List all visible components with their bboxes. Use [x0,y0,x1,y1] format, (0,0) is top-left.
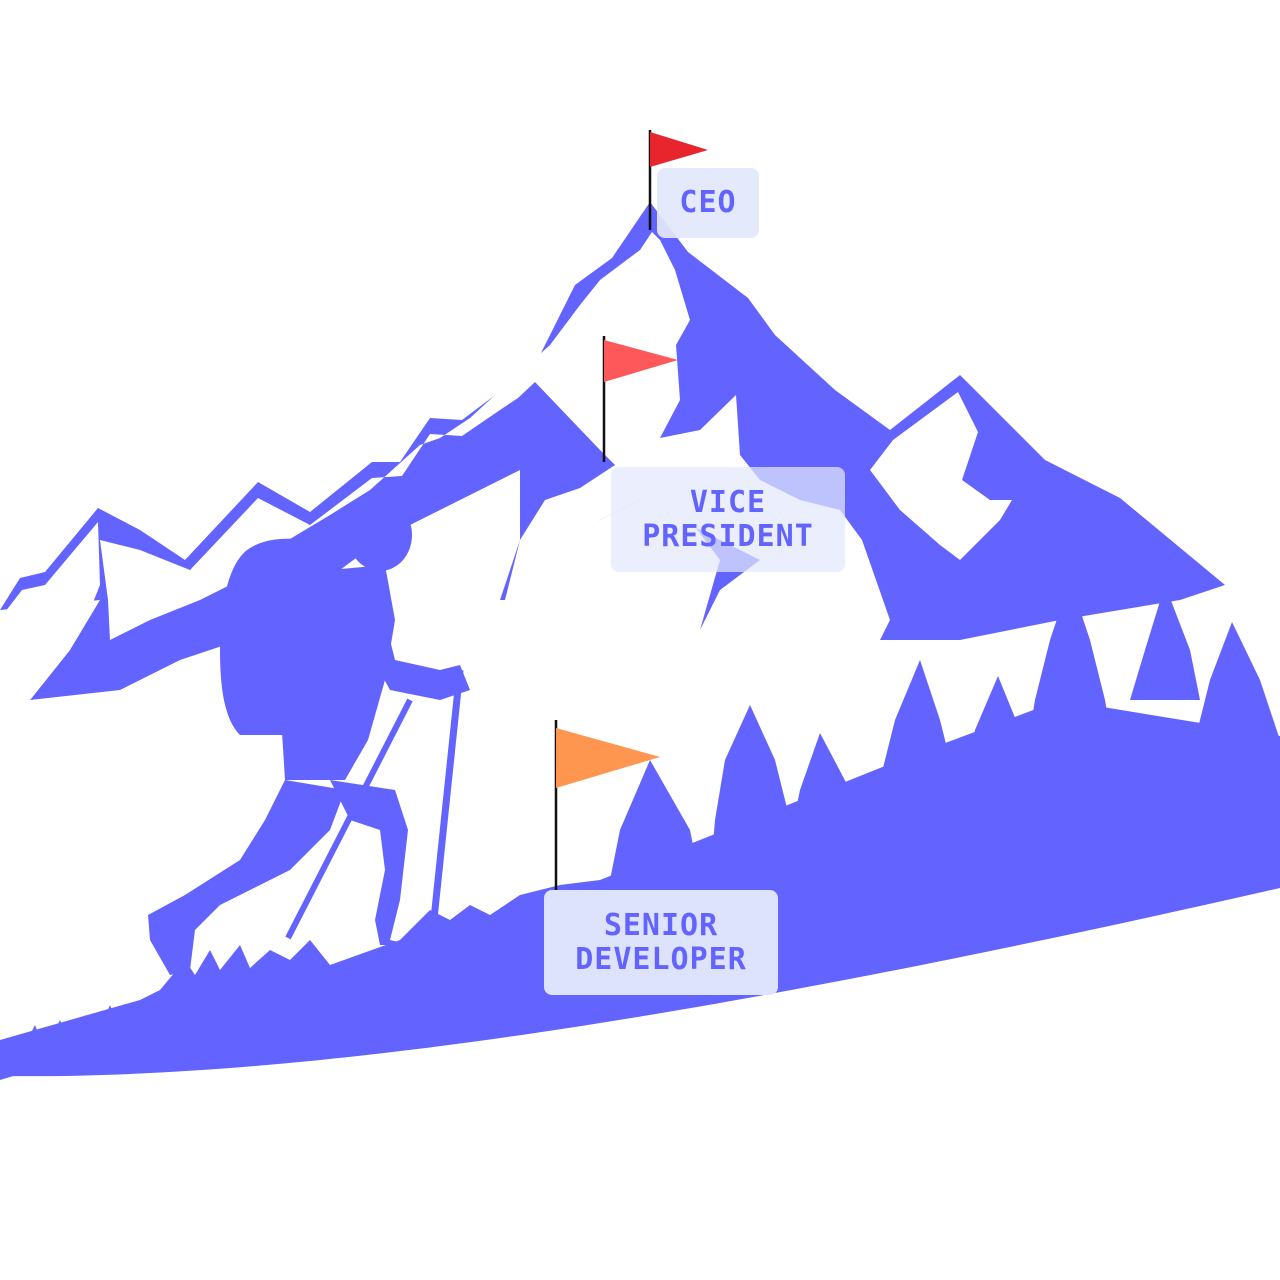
label-ceo: CEO [657,168,759,238]
pine-trees [610,580,1280,880]
pine-tree-icon [965,676,1030,780]
flag-icon [602,336,678,462]
pine-tree-icon [870,660,960,830]
snow-far-left [0,522,100,700]
pine-tree-icon [790,733,860,840]
pine-tree-icon [1130,585,1200,700]
label-vice-president: VICE PRESIDENT [611,467,845,572]
pine-tree-icon [1025,580,1115,760]
trekking-pole [285,698,413,940]
hiker-silhouette-icon [148,499,470,975]
flag-icon [648,130,708,230]
snow-face-right [870,392,1012,560]
pine-tree-icon [1195,622,1280,740]
label-senior-developer: SENIOR DEVELOPER [544,890,778,995]
pine-tree-icon [610,760,700,880]
snow-peak-left [100,232,690,640]
pine-tree-icon [710,705,800,880]
flag-icon [554,720,660,890]
grass [0,880,600,1080]
trekking-pole [428,669,464,939]
